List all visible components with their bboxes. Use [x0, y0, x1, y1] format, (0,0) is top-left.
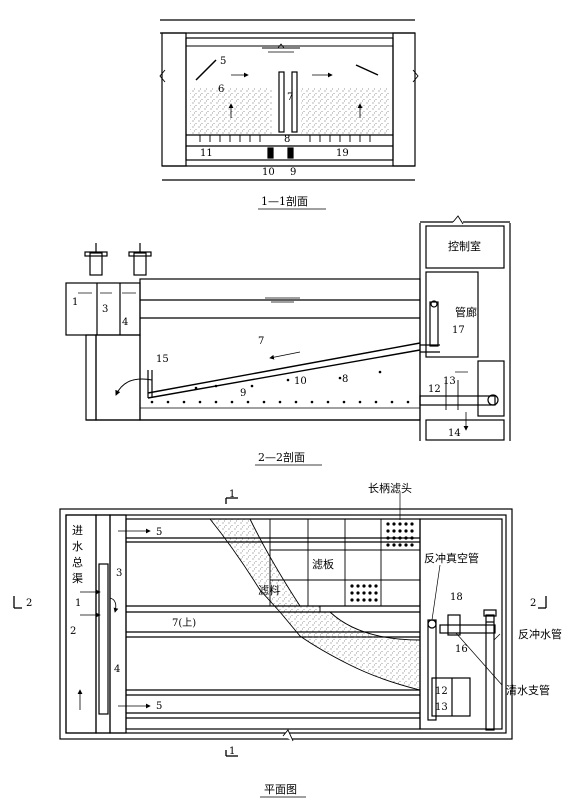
label-10: 10	[262, 167, 275, 178]
long-stem-nozzle-label: 长柄滤头	[368, 482, 412, 495]
plan-labels: 进 水 总 渠 长柄滤头 滤板 滤料 反冲真空管 反冲水管 清水支管 7(上) …	[26, 482, 562, 798]
label-6: 6	[218, 84, 224, 95]
plan-label-12: 12	[435, 686, 448, 697]
plan-label-5-top: 5	[156, 527, 162, 538]
label-10: 10	[294, 376, 307, 387]
section-2-2-labels: 控制室 管廊 1 3 4 7 8 9 10 12 13 14 15 17 2—2…	[72, 239, 481, 466]
label-4: 4	[122, 317, 128, 328]
label-9: 9	[290, 167, 296, 178]
plan-label-13: 13	[435, 702, 448, 713]
control-room-label: 控制室	[448, 239, 481, 253]
filter-plate-label: 滤板	[312, 557, 334, 571]
label-9: 9	[240, 388, 246, 399]
section-mark-1-top: 1	[229, 489, 235, 500]
plan-label-1: 1	[75, 598, 81, 609]
section-1-1-caption: 1—1剖面	[261, 194, 308, 208]
section-mark-2-right: 2	[530, 598, 536, 609]
inlet-char-3: 总	[72, 555, 83, 569]
inlet-char-4: 渠	[72, 572, 83, 585]
plan-label-16: 16	[455, 644, 468, 655]
section-1-1-labels: 5 6 7 8 9 10 11 19 1—1剖面	[200, 56, 349, 210]
label-5: 5	[220, 56, 226, 67]
label-13: 13	[443, 376, 456, 387]
label-11: 11	[200, 148, 213, 159]
label-7-upper: 7(上)	[172, 617, 196, 629]
clear-water-branch-label: 清水支管	[506, 683, 550, 697]
label-8: 8	[284, 134, 290, 145]
backwash-pipe-label: 反冲水管	[518, 627, 562, 641]
section-2-2-caption: 2—2剖面	[258, 450, 305, 464]
label-12: 12	[428, 384, 441, 395]
plan-view	[13, 493, 547, 757]
plan-label-4: 4	[114, 664, 120, 675]
section-1-1	[159, 19, 419, 181]
label-19: 19	[336, 148, 349, 159]
label-7: 7	[287, 92, 293, 103]
plan-caption: 平面图	[264, 783, 297, 796]
inlet-char-1: 进	[72, 524, 83, 537]
section-mark-2-left: 2	[26, 598, 32, 609]
label-3: 3	[102, 304, 108, 315]
inlet-char-2: 水	[72, 540, 83, 553]
section-2-2	[65, 215, 511, 441]
plan-label-18: 18	[450, 592, 463, 603]
label-1: 1	[72, 297, 78, 308]
label-14: 14	[448, 428, 461, 439]
label-17: 17	[452, 325, 465, 336]
gallery-label: 管廊	[455, 305, 477, 319]
plan-label-2: 2	[70, 626, 76, 637]
label-15: 15	[156, 354, 169, 365]
plan-label-3: 3	[116, 568, 122, 579]
label-8: 8	[342, 374, 348, 385]
label-7: 7	[258, 336, 264, 347]
plan-label-5-bottom: 5	[156, 701, 162, 712]
section-mark-1-bottom: 1	[229, 746, 235, 757]
backwash-vacuum-pipe-label: 反冲真空管	[424, 551, 479, 565]
filter-media-label: 滤料	[258, 583, 280, 597]
